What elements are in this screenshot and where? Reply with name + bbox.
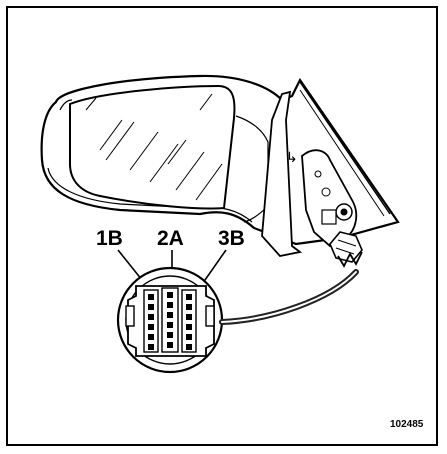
mirror-glass	[69, 84, 236, 210]
reference-number: 102485	[390, 419, 424, 430]
connector-detail	[116, 266, 224, 374]
connector-plug	[337, 251, 363, 268]
callout-1b: 1B	[96, 227, 123, 250]
callout-3b: 3B	[218, 227, 245, 250]
callout-2a: 2A	[157, 227, 184, 250]
motor-assembly	[301, 149, 363, 263]
mirror-arm	[261, 90, 303, 257]
glass-hatching	[85, 93, 223, 201]
svg-text:↳: ↳	[286, 149, 298, 165]
cable	[219, 269, 359, 325]
